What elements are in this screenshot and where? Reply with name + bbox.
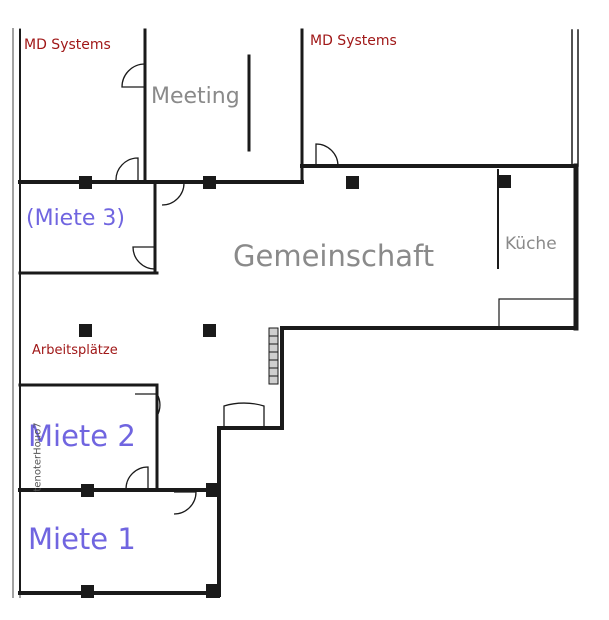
label-md-systems-right: MD Systems (310, 33, 397, 49)
handwritten-margin-note: tenoterHouo7 (32, 422, 44, 492)
label-miete-1: Miete 1 (28, 522, 136, 556)
columns (79, 175, 511, 598)
label-md-systems-left: MD Systems (24, 37, 111, 53)
doors (115, 63, 339, 515)
label-gemeinschaft: Gemeinschaft (233, 239, 435, 273)
label-miete-2: Miete 2 (28, 419, 136, 453)
label-meeting: Meeting (151, 84, 240, 109)
label-kueche: Küche (505, 234, 557, 254)
walls (18, 28, 579, 597)
label-miete-3: (Miete 3) (26, 206, 125, 231)
label-arbeitsplaetze: Arbeitsplätze (32, 343, 118, 358)
stair-hatch (268, 327, 279, 385)
left-margin-lines (12, 28, 21, 598)
